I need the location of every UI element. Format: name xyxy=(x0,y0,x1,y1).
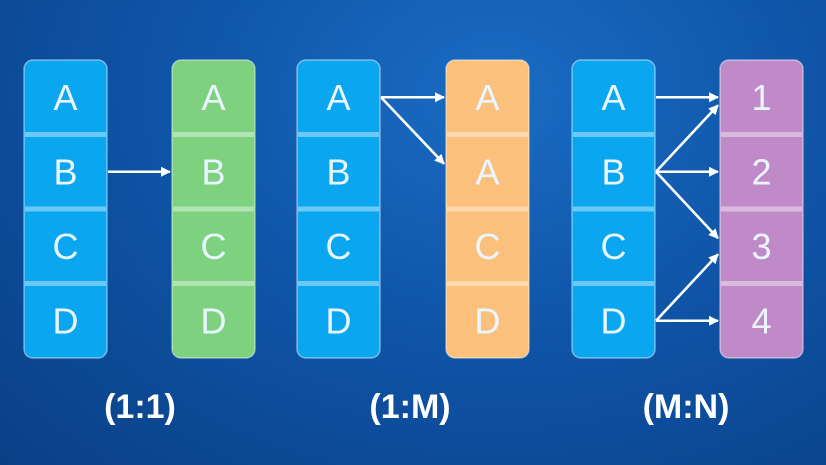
cell-label: A xyxy=(201,77,225,118)
cell-label: D xyxy=(201,300,227,341)
column-box xyxy=(719,59,804,359)
relation-arrow xyxy=(380,96,445,165)
row-divider xyxy=(25,281,106,286)
relation-arrow xyxy=(655,170,719,240)
cell-label: 2 xyxy=(751,151,771,192)
row-divider xyxy=(173,132,254,137)
cell-label: 1 xyxy=(751,77,771,118)
column-box xyxy=(296,59,381,359)
relation-arrow xyxy=(655,104,719,173)
row-divider xyxy=(298,206,379,212)
row-divider xyxy=(447,206,528,212)
right-column: 1 2 3 4 xyxy=(719,59,804,359)
relationship-caption: (M:N) xyxy=(643,388,730,426)
cell-label: B xyxy=(326,151,350,192)
column-box xyxy=(571,59,656,359)
cell-label: A xyxy=(326,77,350,118)
column-box xyxy=(171,59,256,359)
cell-label: A xyxy=(475,151,499,192)
row-divider xyxy=(173,206,254,212)
row-divider xyxy=(447,132,528,137)
row-divider xyxy=(721,206,802,212)
cell-label: A xyxy=(475,77,499,118)
cell-label: C xyxy=(601,226,627,267)
column-box xyxy=(23,59,108,359)
cell-label: C xyxy=(201,226,227,267)
cell-label: B xyxy=(201,151,225,192)
cell-label: D xyxy=(53,300,79,341)
cell-label: C xyxy=(53,226,79,267)
cell-label: A xyxy=(601,77,625,118)
cell-label: B xyxy=(53,151,77,192)
row-divider xyxy=(447,281,528,286)
cell-label: D xyxy=(475,300,501,341)
row-divider xyxy=(721,281,802,286)
cell-label: 3 xyxy=(751,226,771,267)
relationship-caption: (1:1) xyxy=(104,388,176,426)
row-divider xyxy=(298,281,379,286)
row-divider xyxy=(173,281,254,286)
row-divider xyxy=(573,206,654,212)
relationship-caption: (1:M) xyxy=(369,388,450,426)
cell-label: D xyxy=(601,300,627,341)
cell-label: D xyxy=(326,300,352,341)
row-divider xyxy=(573,132,654,137)
row-divider xyxy=(25,132,106,137)
row-divider xyxy=(721,132,802,137)
relation-arrow xyxy=(655,253,719,322)
cell-label: B xyxy=(601,151,625,192)
row-divider xyxy=(298,132,379,137)
column-box xyxy=(445,59,530,359)
row-divider xyxy=(25,206,106,212)
cell-label: C xyxy=(326,226,352,267)
cell-label: 4 xyxy=(751,300,771,341)
cell-label: C xyxy=(475,226,501,267)
row-divider xyxy=(573,281,654,286)
cell-label: A xyxy=(53,77,77,118)
